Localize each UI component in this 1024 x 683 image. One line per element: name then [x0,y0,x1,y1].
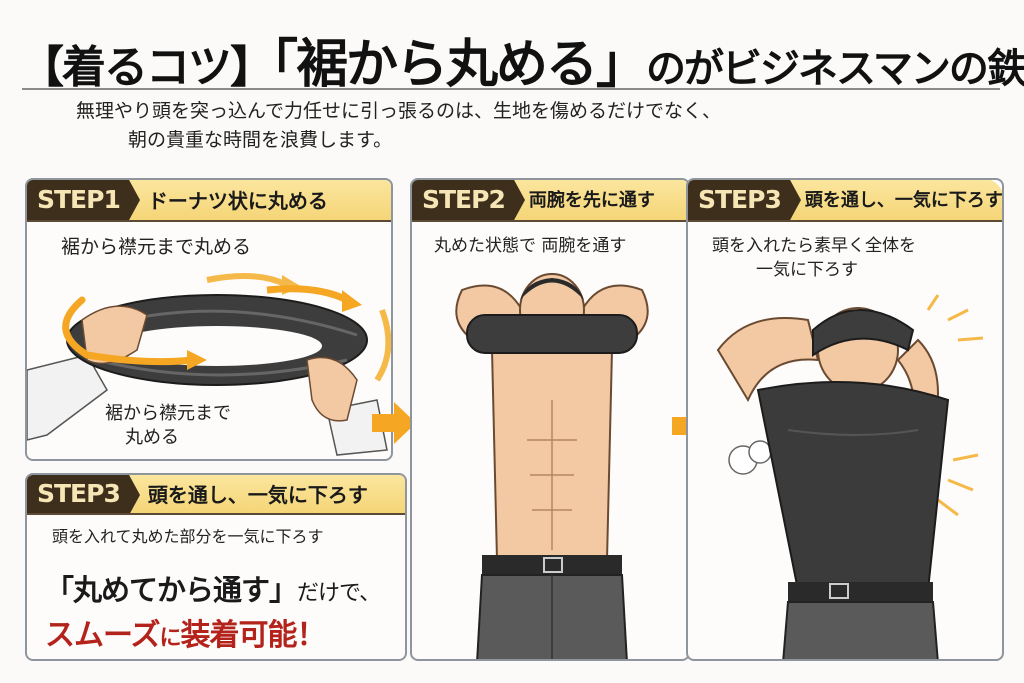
step3-caption-line1: 頭を入れたら素早く全体を [712,236,916,256]
step3-summary-header: STEP3 頭を通し、一気に下ろす [27,475,405,515]
step1-caption-2-line2: 丸める [125,427,179,448]
lead-text: 無理やり頭を突っ込んで力任せに引っ張るのは、生地を傷めるだけでなく、 朝の貴重な… [76,97,721,155]
step1-caption-2: 裾から襟元まで 丸める [105,402,231,450]
step-title: 頭を通し、一気に下ろす [788,180,1002,220]
step-title: 両腕を先に通す [512,180,688,220]
step1-caption-2-line1: 裾から襟元まで [105,403,231,424]
step3-summary-panel: STEP3 頭を通し、一気に下ろす 頭を入れて丸めた部分を一気に下ろす 「丸めて… [25,473,407,661]
step-title: ドーナツ状に丸める [127,180,391,220]
title-bracket-part: 【着るコツ】 [20,42,274,93]
emphasis-tail: だけで、 [297,581,381,606]
title-emphasis-part: 「裾から丸める」 [272,35,648,95]
step3-caption-line2: 一気に下ろす [756,260,858,280]
man-arms-through-illustration [455,273,649,659]
step3-summary-caption: 頭を入れて丸めた部分を一気に下ろす [52,527,324,546]
step-badge: STEP3 [27,475,140,513]
next-step-arrow-icon [372,402,416,444]
lead-line-2: 朝の貴重な時間を浪費します。 [128,129,393,151]
emphasis-mid: に [159,626,182,651]
step3-header: STEP3 頭を通し、一気に下ろす [688,180,1002,222]
emphasis-red-1: スムーズ [45,618,160,653]
step2-header: STEP2 両腕を先に通す [412,180,688,222]
step-badge: STEP2 [412,180,525,220]
emphasis-red-2: 装着可能！ [180,618,327,653]
step-title: 頭を通し、一気に下ろす [127,475,405,513]
step2-caption: 丸めた状態で 両腕を通す [434,236,627,256]
step1-caption: 裾から襟元まで丸める [61,236,252,258]
step2-panel: STEP2 両腕を先に通す 丸めた状態で 両腕を通す [410,178,690,661]
rolled-shirt-illustration [27,273,391,456]
step1-header: STEP1 ドーナツ状に丸める [27,180,391,222]
step-badge: STEP3 [688,180,801,220]
man-pulling-shirt-down-illustration [716,294,984,659]
emphasis-quote: 「丸めてから通す」 [45,573,298,607]
emphasis-line-2: スムーズに装着可能！ [45,610,327,654]
lead-line-1: 無理やり頭を突っ込んで力任せに引っ張るのは、生地を傷めるだけでなく、 [76,100,722,122]
emphasis-line-1: 「丸めてから通す」だけで、 [45,567,381,609]
title-tail-part: のがビジネスマンの鉄則 [646,46,1024,92]
page-title: 【着るコツ】「裾から丸める」のがビジネスマンの鉄則 [20,22,1024,97]
step3-panel: STEP3 頭を通し、一気に下ろす 頭を入れたら素早く全体を 一気に下ろす [686,178,1004,661]
step1-panel: STEP1 ドーナツ状に丸める 裾から襟元まで丸める 裾から襟元まで 丸める [25,178,393,461]
title-divider [22,88,1000,90]
step-badge: STEP1 [27,180,140,220]
step3-caption: 頭を入れたら素早く全体を 一気に下ろす [712,234,916,282]
